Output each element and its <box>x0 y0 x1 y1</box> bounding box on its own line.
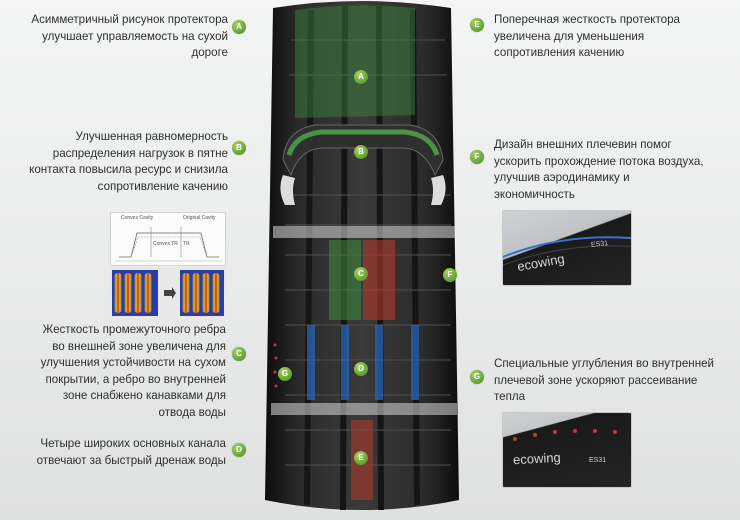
badge-c: C <box>232 347 246 361</box>
badge-g: G <box>470 370 484 384</box>
tire-marker-b: B <box>354 145 368 159</box>
chart-label-tr2: TR <box>183 241 190 247</box>
cavity-profile-chart: Convex Cavity Original Cavity Convex TR … <box>110 212 226 266</box>
badge-e: E <box>470 18 484 32</box>
tire-marker-g: G <box>278 367 292 381</box>
sidewall-photo-bottom: ecowing ES31 <box>502 412 632 488</box>
tire-marker-e: E <box>354 451 368 465</box>
pressure-heatmap <box>110 268 226 318</box>
badge-f: F <box>470 150 484 164</box>
sidewall-brand-bottom: ecowing <box>512 449 562 468</box>
chart-label-convex: Convex Cavity <box>121 215 154 221</box>
badge-b: B <box>232 141 246 155</box>
tire-marker-d: D <box>354 362 368 376</box>
tire-marker-f: F <box>443 268 457 282</box>
tire-illustration: A B C D E F G <box>255 0 470 520</box>
badge-d: D <box>232 443 246 457</box>
sidewall-photo-top: ecowing ES31 <box>502 210 632 286</box>
tire-marker-a: A <box>354 70 368 84</box>
chart-label-tr: Convex TR <box>153 241 178 247</box>
chart-label-original: Original Cavity <box>183 215 216 221</box>
badge-a: A <box>232 20 246 34</box>
tire-marker-c: C <box>354 267 368 281</box>
sidewall-model-bottom: ES31 <box>589 457 607 464</box>
